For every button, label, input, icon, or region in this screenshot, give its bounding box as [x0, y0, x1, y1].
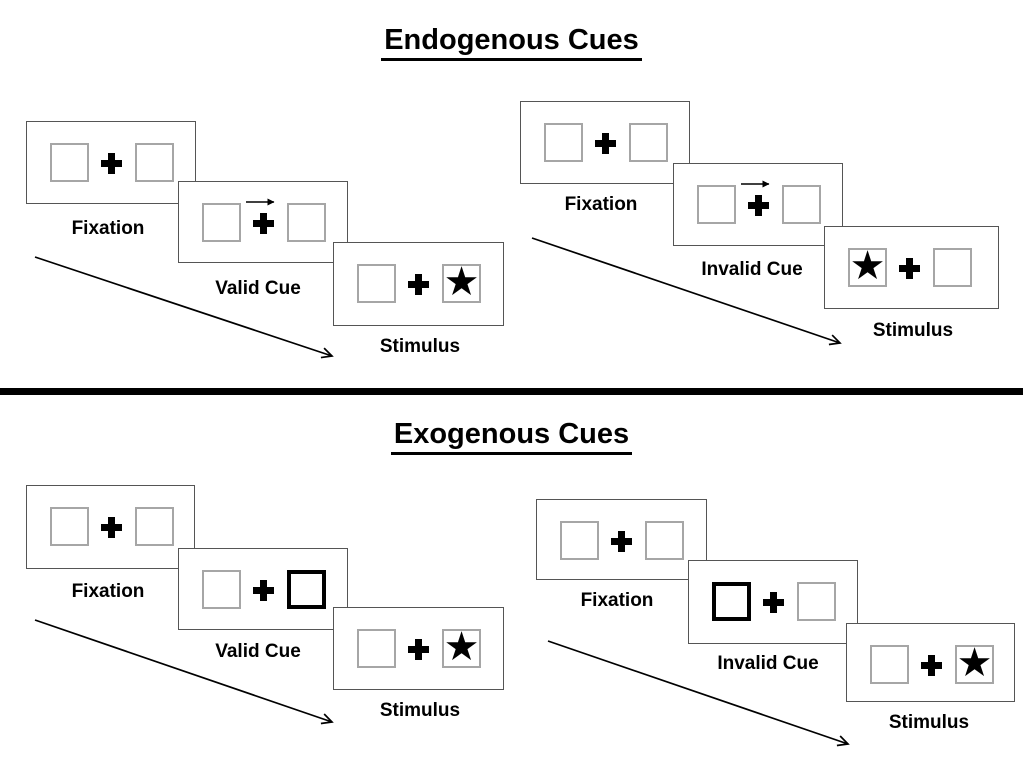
frame-label-fixation: Fixation — [71, 581, 145, 602]
fixation-panel — [520, 101, 690, 184]
fixation-cross-icon — [253, 213, 274, 234]
fixation-cross-icon — [748, 195, 769, 216]
stimulus-panel: ★ — [333, 607, 504, 690]
fixation-cross-icon — [921, 655, 942, 676]
stimulus-panel: ★ — [846, 623, 1015, 702]
star-icon: ★ — [443, 258, 480, 305]
star-icon: ★ — [849, 242, 886, 289]
right-box — [629, 123, 668, 162]
frame-label-fixation: Fixation — [71, 218, 145, 239]
section-title-text: Endogenous Cues — [381, 24, 642, 61]
left-box — [202, 570, 241, 609]
frame-label-fixation: Fixation — [580, 590, 654, 611]
right-box: ★ — [442, 258, 481, 305]
left-box — [697, 185, 736, 224]
section-title-exogenous: Exogenous Cues — [0, 418, 1023, 455]
valid-cue-panel — [178, 181, 348, 263]
fixation-cross-icon — [408, 639, 429, 660]
stimulus-panel: ★ — [333, 242, 504, 326]
frame-label-invalid-cue: Invalid Cue — [717, 653, 819, 674]
cue-highlight-box — [712, 582, 751, 621]
fixation-cross-icon — [253, 580, 274, 601]
left-box — [357, 629, 396, 668]
left-box — [560, 521, 599, 560]
star-icon: ★ — [956, 639, 993, 686]
stimulus-panel: ★ — [824, 226, 999, 309]
valid-cue-panel — [178, 548, 348, 630]
frame-label-invalid-cue: Invalid Cue — [701, 259, 803, 280]
fixation-cross-icon — [763, 592, 784, 613]
cue-arrow-icon — [741, 180, 770, 188]
fixation-cross-icon — [101, 153, 122, 174]
frame-label-valid-cue: Valid Cue — [215, 641, 301, 662]
fixation-panel — [26, 485, 195, 569]
fixation-cross-icon — [408, 274, 429, 295]
invalid-cue-panel — [688, 560, 858, 644]
timeline-arrow-icon — [547, 640, 850, 747]
timeline-arrow-icon — [531, 237, 842, 346]
fixation-panel — [536, 499, 707, 580]
left-box — [544, 123, 583, 162]
left-box — [50, 143, 89, 182]
timeline-arrow-icon — [34, 619, 334, 725]
right-box — [645, 521, 684, 560]
section-divider — [0, 388, 1023, 395]
fixation-panel — [26, 121, 196, 204]
right-box: ★ — [442, 623, 481, 670]
frame-label-stimulus: Stimulus — [379, 336, 461, 357]
right-box — [135, 507, 174, 546]
frame-label-stimulus: Stimulus — [888, 712, 970, 733]
right-box — [797, 582, 836, 621]
left-box — [202, 203, 241, 242]
frame-label-valid-cue: Valid Cue — [215, 278, 301, 299]
section-title-endogenous: Endogenous Cues — [0, 24, 1023, 61]
fixation-cross-icon — [595, 133, 616, 154]
cue-highlight-box — [287, 570, 326, 609]
cue-arrow-icon — [246, 198, 275, 206]
star-icon: ★ — [443, 623, 480, 670]
right-box — [135, 143, 174, 182]
right-box — [933, 248, 972, 287]
section-title-text: Exogenous Cues — [390, 418, 633, 455]
right-box: ★ — [955, 639, 994, 686]
fixation-cross-icon — [611, 531, 632, 552]
left-box — [870, 645, 909, 684]
frame-label-stimulus: Stimulus — [872, 320, 954, 341]
invalid-cue-panel — [673, 163, 843, 246]
right-box — [782, 185, 821, 224]
timeline-arrow-icon — [34, 256, 334, 359]
frame-label-fixation: Fixation — [564, 194, 638, 215]
left-box — [50, 507, 89, 546]
left-box — [357, 264, 396, 303]
left-box: ★ — [848, 242, 887, 289]
right-box — [287, 203, 326, 242]
fixation-cross-icon — [899, 258, 920, 279]
fixation-cross-icon — [101, 517, 122, 538]
frame-label-stimulus: Stimulus — [379, 700, 461, 721]
